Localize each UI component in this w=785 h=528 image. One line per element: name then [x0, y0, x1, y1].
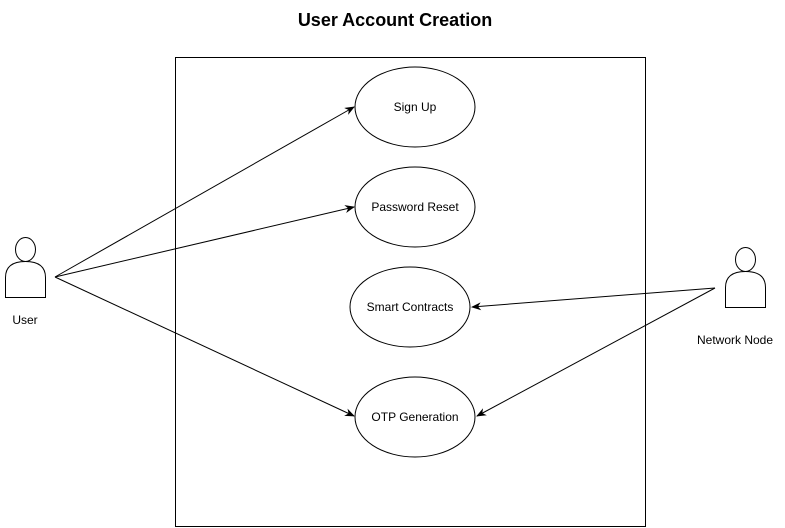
- actor-network-node-label: Network Node: [697, 333, 773, 347]
- actor-user-label: User: [12, 313, 37, 327]
- association-network-node-smart-contracts: [471, 287, 716, 311]
- use-case-password-reset-ellipse: [354, 166, 476, 248]
- use-case-otp-generation-label: OTP Generation: [371, 410, 458, 424]
- use-case-sign-up[interactable]: Sign Up: [354, 66, 476, 148]
- association-user-sign-up: [54, 106, 355, 278]
- diagram-title: User Account Creation: [298, 10, 492, 30]
- use-case-sign-up-label: Sign Up: [394, 100, 437, 114]
- association-network-node-otp-generation: [476, 287, 716, 417]
- actor-network-node[interactable]: Network Node: [697, 247, 773, 348]
- use-case-otp-generation-ellipse: [354, 376, 476, 458]
- use-case-otp-generation[interactable]: OTP Generation: [354, 376, 476, 458]
- association-user-otp-generation: [54, 276, 355, 417]
- use-case-smart-contracts-label: Smart Contracts: [367, 300, 454, 314]
- association-user-password-reset: [54, 205, 355, 278]
- use-case-password-reset[interactable]: Password Reset: [354, 166, 476, 248]
- use-case-sign-up-ellipse: [354, 66, 476, 148]
- use-case-smart-contracts[interactable]: Smart Contracts: [349, 266, 471, 348]
- actor-user[interactable]: User: [5, 237, 46, 328]
- network-node-actor-icon: [725, 247, 766, 308]
- user-actor-icon: [5, 237, 46, 298]
- use-case-smart-contracts-ellipse: [349, 266, 471, 348]
- use-case-password-reset-label: Password Reset: [371, 200, 459, 214]
